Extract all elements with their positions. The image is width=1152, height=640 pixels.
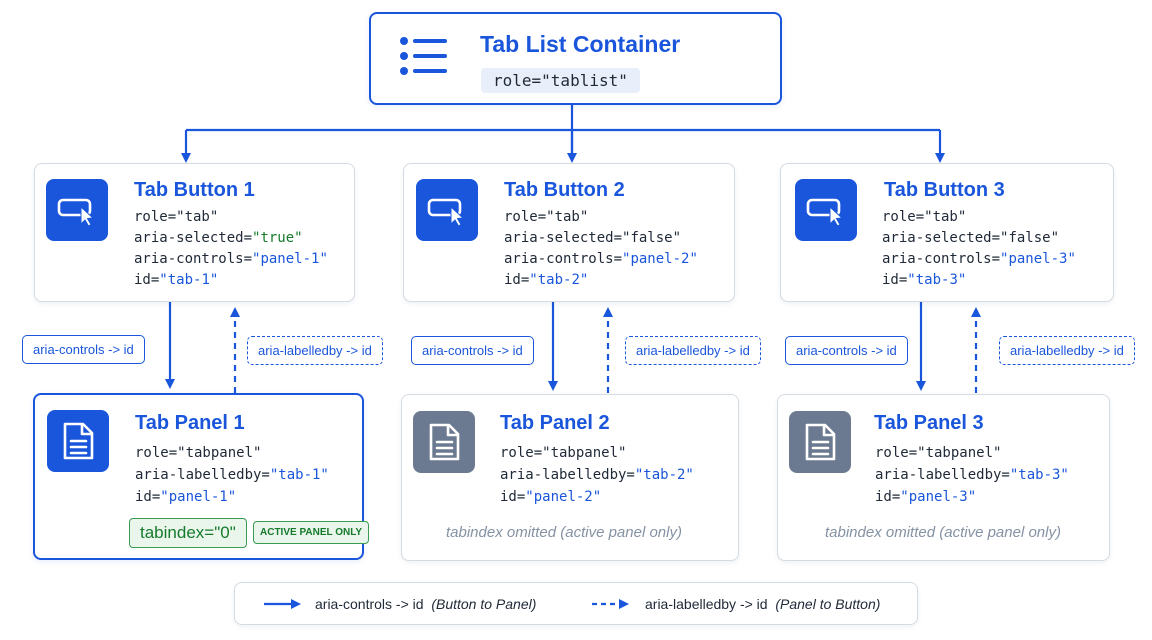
- tab-button-title: Tab Button 1: [134, 179, 255, 201]
- tab-button-title: Tab Button 3: [884, 179, 1005, 201]
- attr-aria-controls: aria-controls="panel-1": [134, 251, 328, 267]
- attr-role: role="tab": [504, 209, 589, 225]
- labelledby-label-2: aria-labelledby -> id: [625, 336, 761, 365]
- cursor-click-icon: [46, 179, 108, 241]
- attr-id: id="panel-3": [875, 489, 977, 505]
- tab-panel-card-1: Tab Panel 1 role="tabpanel" aria-labelle…: [33, 393, 370, 560]
- tab-panel-attributes: role="tabpanel" aria-labelledby="tab-2" …: [500, 442, 694, 508]
- attr-aria-labelledby: aria-labelledby="tab-2": [500, 467, 694, 483]
- controls-label-3: aria-controls -> id: [785, 336, 908, 365]
- tab-panel-title: Tab Panel 1: [135, 412, 245, 434]
- attr-role: role="tabpanel": [875, 445, 1002, 461]
- legend: aria-controls -> id (Button to Panel) ar…: [234, 582, 918, 625]
- tabindex-pill: tabindex="0": [129, 518, 247, 548]
- legend-solid-text: aria-controls -> id (Button to Panel): [315, 596, 537, 612]
- attr-aria-controls: aria-controls="panel-3": [882, 251, 1076, 267]
- tab-button-attributes: role="tab" aria-selected="true" aria-con…: [134, 207, 328, 291]
- container-role: role="tablist": [481, 68, 640, 93]
- tab-button-card-1: Tab Button 1 role="tab" aria-selected="t…: [34, 163, 355, 302]
- cursor-click-icon: [795, 179, 857, 241]
- document-icon: [789, 411, 851, 473]
- attr-id: id="panel-1": [135, 489, 237, 505]
- document-icon: [47, 410, 109, 472]
- attr-aria-selected: aria-selected="false": [504, 230, 682, 246]
- attr-id: id="tab-1": [134, 272, 219, 288]
- attr-role: role="tab": [882, 209, 967, 225]
- container-title: Tab List Container: [480, 31, 681, 57]
- tab-panel-card-2: Tab Panel 2 role="tabpanel" aria-labelle…: [401, 394, 739, 561]
- attr-aria-labelledby: aria-labelledby="tab-1": [135, 467, 329, 483]
- tab-button-card-3: Tab Button 3 role="tab" aria-selected="f…: [780, 163, 1114, 302]
- tab-panel-card-3: Tab Panel 3 role="tabpanel" aria-labelle…: [777, 394, 1110, 561]
- tab-button-attributes: role="tab" aria-selected="false" aria-co…: [504, 207, 698, 291]
- tabindex-omitted-note: tabindex omitted (active panel only): [825, 524, 1061, 541]
- document-icon: [413, 411, 475, 473]
- attr-aria-selected: aria-selected="false": [882, 230, 1060, 246]
- controls-label-2: aria-controls -> id: [411, 336, 534, 365]
- labelledby-label-1: aria-labelledby -> id: [247, 336, 383, 365]
- cursor-click-icon: [416, 179, 478, 241]
- legend-solid-arrow: [264, 599, 301, 609]
- labelledby-label-3: aria-labelledby -> id: [999, 336, 1135, 365]
- tab-button-title: Tab Button 2: [504, 179, 625, 201]
- tab-panel-title: Tab Panel 3: [874, 412, 984, 434]
- list-icon: [399, 36, 449, 81]
- tab-panel-attributes: role="tabpanel" aria-labelledby="tab-1" …: [135, 442, 329, 508]
- legend-dashed-arrow: [592, 599, 629, 609]
- tab-panel-attributes: role="tabpanel" aria-labelledby="tab-3" …: [875, 442, 1069, 508]
- attr-id: id="tab-3": [882, 272, 967, 288]
- tab-button-attributes: role="tab" aria-selected="false" aria-co…: [882, 207, 1076, 291]
- legend-dashed-text: aria-labelledby -> id (Panel to Button): [645, 596, 881, 612]
- attr-aria-selected: aria-selected="true": [134, 230, 303, 246]
- controls-label-1: aria-controls -> id: [22, 335, 145, 364]
- active-panel-badge: ACTIVE PANEL ONLY: [253, 521, 370, 544]
- attr-aria-labelledby: aria-labelledby="tab-3": [875, 467, 1069, 483]
- attr-role: role="tabpanel": [500, 445, 627, 461]
- attr-aria-controls: aria-controls="panel-2": [504, 251, 698, 267]
- tab-panel-title: Tab Panel 2: [500, 412, 610, 434]
- attr-id: id="panel-2": [500, 489, 602, 505]
- tabindex-omitted-note: tabindex omitted (active panel only): [446, 524, 682, 541]
- attr-role: role="tab": [134, 209, 219, 225]
- attr-role: role="tabpanel": [135, 445, 262, 461]
- tablist-container: Tab List Container role="tablist": [369, 12, 782, 105]
- attr-id: id="tab-2": [504, 272, 589, 288]
- tab-button-card-2: Tab Button 2 role="tab" aria-selected="f…: [403, 163, 735, 302]
